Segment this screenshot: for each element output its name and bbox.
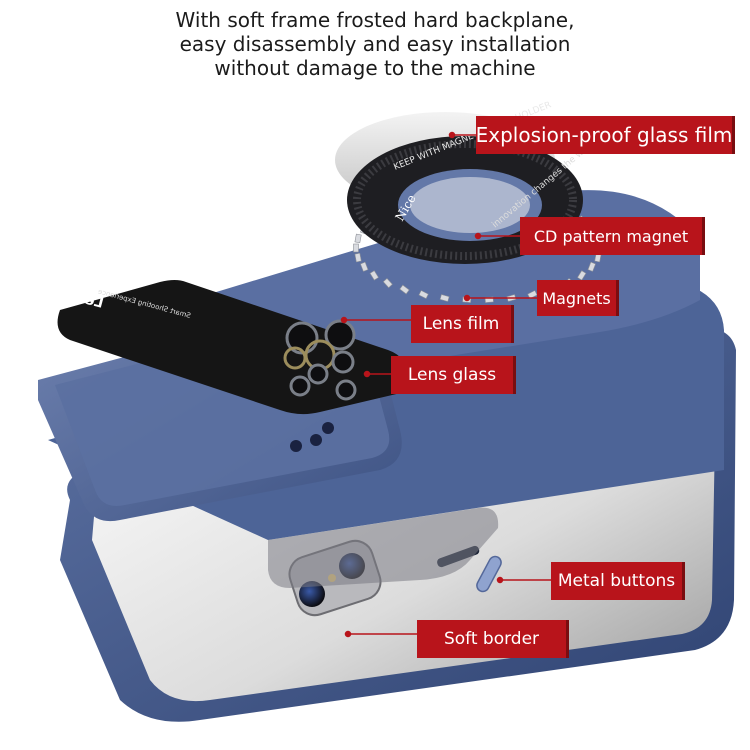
callout-label: Explosion-proof glass film — [475, 123, 733, 147]
callout-explosion-proof-glass-film: Explosion-proof glass film — [476, 116, 735, 154]
magnet-segment — [527, 290, 538, 299]
magnet-segment — [353, 243, 359, 253]
product-headline: With soft frame frosted hard backplane, … — [0, 8, 750, 80]
magnet-segment — [399, 284, 410, 295]
callout-magnets: Magnets — [537, 280, 619, 316]
magnet-segment — [418, 290, 429, 299]
headline-line-1: With soft frame frosted hard backplane, — [175, 8, 575, 32]
leader-dot — [340, 316, 348, 324]
magnet-segment — [360, 261, 369, 272]
lens-plate: Lens Smart Shooting Experience — [57, 280, 409, 415]
callout-cd-pattern-magnet: CD pattern magnet — [520, 217, 705, 255]
lens-ring-icon — [283, 346, 307, 370]
callout-label: Metal buttons — [557, 571, 676, 591]
magnet-segment — [354, 233, 362, 244]
lens-ring-icon — [307, 363, 329, 385]
callout-lens-film: Lens film — [411, 305, 514, 343]
leader-dot — [448, 131, 456, 139]
lens-ring-icon — [335, 379, 357, 401]
magnet-segment — [354, 252, 362, 263]
leader-dot — [463, 294, 471, 302]
callout-lens-glass: Lens glass — [391, 356, 516, 394]
leader-dot — [344, 630, 352, 638]
leader-dot — [474, 232, 482, 240]
callout-leader-lines — [340, 131, 552, 638]
headline-line-3: without damage to the machine — [214, 56, 536, 80]
magnet-segment — [439, 294, 450, 302]
callout-label: Lens glass — [407, 365, 497, 385]
callout-label: CD pattern magnet — [533, 226, 689, 246]
cd-pattern-magnet: KEEP WITH MAGNETIC CARD HOLDER innovatio… — [347, 100, 599, 264]
callout-metal-buttons: Metal buttons — [551, 562, 685, 600]
leader-dot — [363, 370, 371, 378]
callout-label: Soft border — [443, 629, 540, 649]
lens-ring-icon — [289, 375, 311, 397]
headline-line-2: easy disassembly and easy installation — [179, 32, 571, 56]
leader-dot — [496, 576, 504, 584]
lens-ring-icon — [324, 319, 356, 351]
magnet-segment — [587, 261, 596, 272]
callout-label: Lens film — [422, 314, 500, 334]
callout-label: Magnets — [542, 288, 611, 308]
callout-soft-border: Soft border — [417, 620, 569, 658]
magnet-segment — [382, 277, 393, 289]
lens-ring-icon — [331, 350, 355, 374]
magnet-segment — [577, 270, 587, 281]
magnet-segment — [369, 270, 379, 281]
camera-lens-icon — [299, 581, 325, 607]
